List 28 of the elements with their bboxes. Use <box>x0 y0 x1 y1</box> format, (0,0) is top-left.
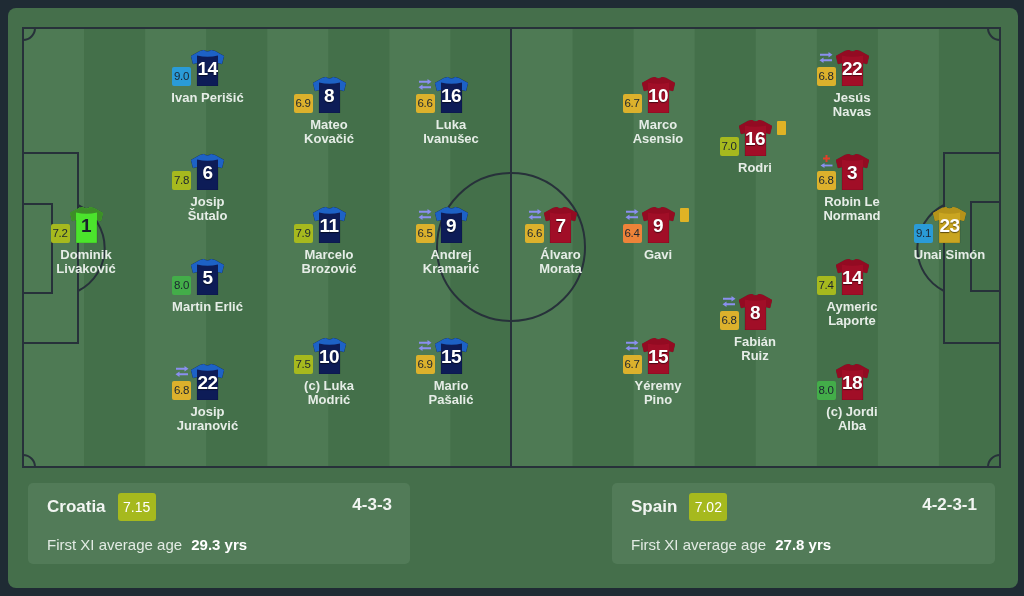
player-name: (c) Luka Modrić <box>303 379 355 407</box>
player-name: Ivan Perišić <box>171 91 244 105</box>
player-name: (c) Jordi Alba <box>825 404 879 433</box>
formation: 4-3-3 <box>352 495 392 515</box>
player-name: Dominik Livaković <box>55 248 117 276</box>
player-name: Fabián Ruiz <box>733 334 777 363</box>
player-name: Martin Erlić <box>172 300 243 314</box>
team-name: Spain <box>631 497 678 517</box>
player-name: Álvaro Morata <box>538 248 583 276</box>
player-name: Marco Asensio <box>631 117 685 146</box>
player-name: Aymeric Laporte <box>825 300 879 328</box>
average-age-text: First XI average age 27.8 yrs <box>631 536 832 554</box>
player-name: Josip Juranović <box>176 405 239 433</box>
player-name: Rodri <box>738 160 772 175</box>
average-age-text: First XI average age 29.3 yrs <box>47 536 248 554</box>
formation: 4-2-3-1 <box>922 495 977 515</box>
team-name: Croatia <box>47 497 106 517</box>
player-name: Unai Simón <box>913 247 986 262</box>
player-name: Robin Le Normand <box>822 195 882 223</box>
player-name: Marcelo Brozović <box>300 248 358 276</box>
player-name: Josip Šutalo <box>186 195 229 223</box>
player-name: Mario Pašalić <box>427 379 475 407</box>
player-name: Jesús Navas <box>831 90 873 119</box>
player-name: Mateo Kovačić <box>303 117 355 146</box>
player-name: Luka Ivanušec <box>422 117 480 146</box>
player-name: Yéremy Pino <box>633 379 683 407</box>
player-name: Andrej Kramarić <box>421 248 481 276</box>
player-name: Gavi <box>643 248 673 262</box>
